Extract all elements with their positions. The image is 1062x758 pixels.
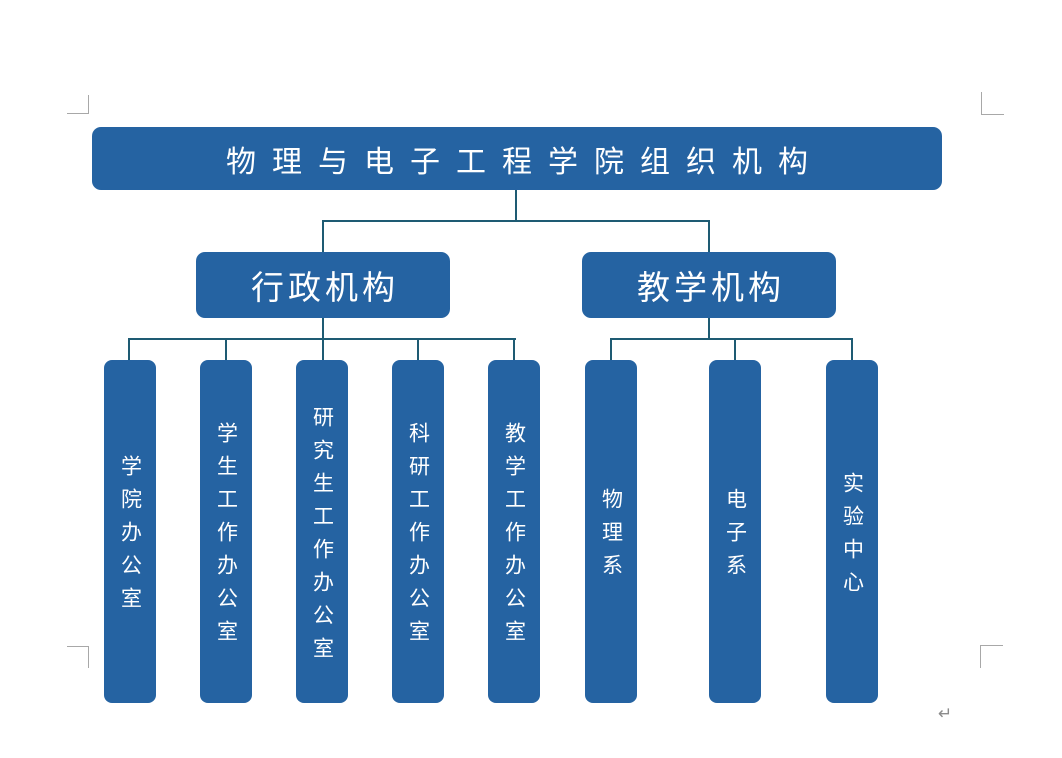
- org-child-college-office-label: 学院办公室: [118, 455, 143, 620]
- org-branch-teach-label: 教学机构: [637, 268, 785, 307]
- org-child-college-office-box[interactable]: 学院办公室: [104, 360, 156, 703]
- connector-admin-drop-2: [225, 338, 227, 361]
- org-branch-admin-box[interactable]: 行政机构: [196, 252, 450, 318]
- connector-teach-drop-1: [610, 338, 612, 361]
- connector-admin-drop-4: [417, 338, 419, 361]
- org-root-label: 物理与电子工程学院组织机构: [226, 144, 824, 180]
- org-child-research-office-label: 科研工作办公室: [406, 422, 431, 653]
- connector-admin-drop-1: [128, 338, 130, 361]
- connector-root-horizontal: [322, 220, 710, 222]
- org-child-student-affairs-label: 学生工作办公室: [214, 422, 239, 653]
- org-child-teaching-office-label: 教学工作办公室: [502, 422, 527, 653]
- org-child-graduate-affairs-label: 研究生工作办公室: [310, 405, 335, 670]
- connector-teach-vertical: [708, 318, 710, 340]
- org-child-electronics-dept-label: 电子系: [723, 488, 748, 587]
- crop-mark-bottom-right: [980, 645, 1003, 668]
- org-child-lab-center-label: 实验中心: [840, 471, 865, 604]
- org-child-electronics-dept-box[interactable]: 电子系: [709, 360, 761, 703]
- connector-admin-drop-5: [513, 338, 515, 361]
- connector-teach-drop-2: [734, 338, 736, 361]
- org-child-research-office-box[interactable]: 科研工作办公室: [392, 360, 444, 703]
- org-child-teaching-office-box[interactable]: 教学工作办公室: [488, 360, 540, 703]
- org-branch-teach-box[interactable]: 教学机构: [582, 252, 836, 318]
- org-child-physics-dept-label: 物理系: [599, 488, 624, 587]
- crop-mark-top-right: [981, 92, 1004, 115]
- connector-teach-drop-3: [851, 338, 853, 361]
- org-root-box[interactable]: 物理与电子工程学院组织机构: [92, 127, 942, 190]
- connector-teach-horizontal: [610, 338, 853, 340]
- org-child-student-affairs-box[interactable]: 学生工作办公室: [200, 360, 252, 703]
- connector-drop-teach: [708, 220, 710, 253]
- connector-admin-drop-3: [322, 338, 324, 361]
- connector-root-vertical: [515, 190, 517, 222]
- crop-mark-bottom-left: [67, 646, 89, 668]
- connector-admin-vertical: [322, 318, 324, 340]
- org-child-graduate-affairs-box[interactable]: 研究生工作办公室: [296, 360, 348, 703]
- connector-drop-admin: [322, 220, 324, 253]
- paragraph-mark: ↵: [938, 704, 953, 724]
- org-child-physics-dept-box[interactable]: 物理系: [585, 360, 637, 703]
- crop-mark-top-left: [67, 95, 89, 114]
- org-child-lab-center-box[interactable]: 实验中心: [826, 360, 878, 703]
- org-branch-admin-label: 行政机构: [251, 268, 399, 307]
